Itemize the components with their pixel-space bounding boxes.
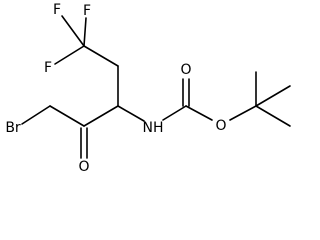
bond-ch2-br	[21, 105, 51, 125]
bond-ch-nh	[117, 105, 145, 122]
atom-label-nh: NH	[143, 120, 164, 136]
bond-nh-carbamate	[162, 105, 187, 121]
bond-oester-tbu	[229, 105, 257, 121]
bond-c-f1	[61, 15, 85, 47]
bond-ch-ketone	[83, 105, 119, 127]
atom-labels: F F F Br O NH O O	[5, 2, 226, 175]
bond-tbu-me2	[255, 85, 291, 107]
atom-label-f3: F	[44, 60, 52, 76]
atom-label-o-ester: O	[215, 118, 226, 134]
atom-label-br: Br	[5, 120, 21, 136]
structure-canvas: F F F Br O NH O O	[5, 2, 291, 175]
atom-label-f1: F	[53, 2, 61, 18]
bond-tbu-me3	[255, 105, 291, 127]
atom-label-o-ketone: O	[78, 159, 89, 175]
bond-c-f2	[83, 17, 87, 47]
bond-ketone-ch2	[49, 105, 85, 127]
molecule-diagram: F F F Br O NH O O	[5, 2, 291, 175]
bonds	[21, 15, 291, 159]
atom-label-f2: F	[83, 3, 91, 19]
bond-cf3-ch2	[83, 45, 119, 67]
atom-label-o-carbonyl: O	[180, 62, 191, 78]
bond-c-f3	[54, 45, 85, 65]
bond-carbamate-oester	[185, 105, 213, 121]
